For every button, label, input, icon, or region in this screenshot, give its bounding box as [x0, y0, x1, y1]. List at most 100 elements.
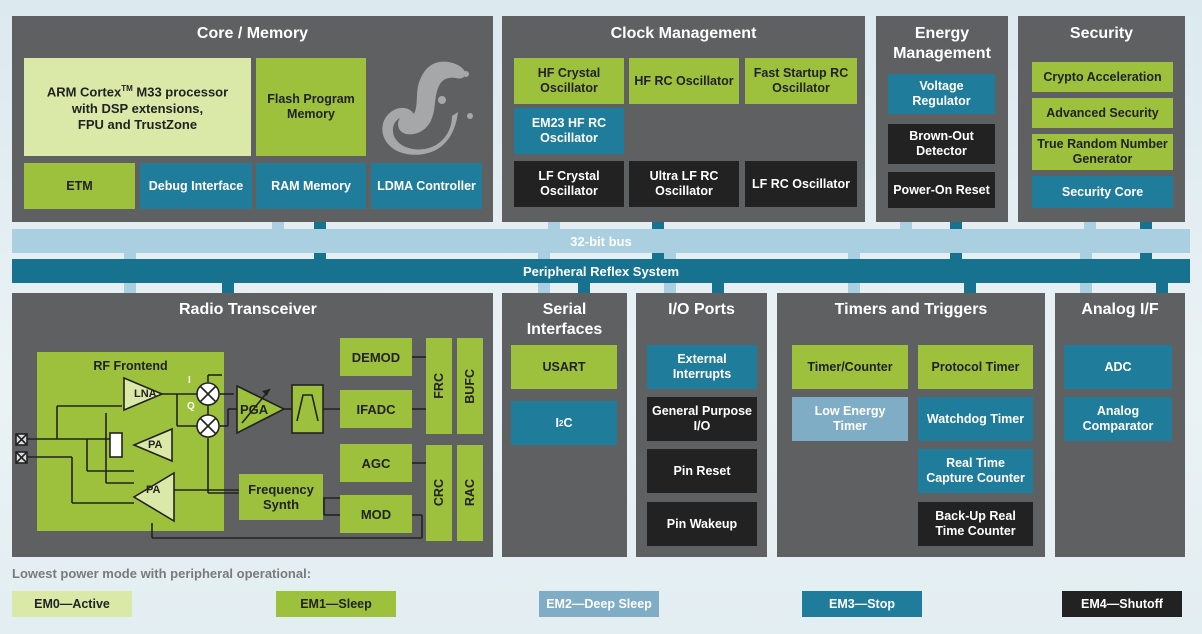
arm-label: ARM Cortex: [46, 84, 122, 100]
agc-block: AGC: [340, 444, 412, 482]
bus-connector: [900, 222, 912, 232]
legend-em4: EM4—Shutoff: [1062, 591, 1182, 617]
i-label: I: [188, 375, 191, 386]
panel-title: Energy Management: [876, 24, 1008, 64]
crc-block: CRC: [426, 445, 452, 541]
panel-title: I/O Ports: [668, 301, 735, 318]
analog-if-panel: Analog I/F ADC Analog Comparator: [1055, 293, 1185, 557]
i2c-label-end: C: [563, 415, 573, 430]
usart-block: USART: [511, 345, 617, 389]
adc-block: ADC: [1064, 345, 1172, 389]
ram-memory-block: RAM Memory: [256, 163, 366, 209]
security-panel: Security Crypto Acceleration Advanced Se…: [1018, 16, 1185, 222]
arm-label-2: with DSP extensions,: [71, 100, 204, 116]
brown-out-detector-block: Brown-Out Detector: [888, 124, 995, 164]
bus-connector: [222, 280, 234, 295]
gpio-block: General Purpose I/O: [647, 397, 757, 441]
i2c-sup: 2: [559, 418, 564, 428]
bufc-block: BUFC: [457, 338, 483, 434]
ultra-lf-rc-osc-block: Ultra LF RC Oscillator: [629, 161, 739, 207]
legend-title: Lowest power mode with peripheral operat…: [12, 566, 312, 581]
legend-em3: EM3—Stop: [802, 591, 922, 617]
clock-management-panel: Clock Management HF Crystal Oscillator H…: [502, 16, 865, 222]
panel-title: Analog I/F: [1081, 301, 1159, 318]
panel-title: Radio Transceiver: [179, 301, 317, 318]
lf-crystal-osc-block: LF Crystal Oscillator: [514, 161, 624, 207]
low-energy-timer-block: Low Energy Timer: [792, 397, 908, 441]
frequency-synth-block: Frequency Synth: [239, 474, 323, 520]
timer-counter-block: Timer/Counter: [792, 345, 908, 389]
panel-title: Serial Interfaces: [502, 300, 627, 340]
panel-title-line1: Energy: [914, 25, 970, 42]
external-interrupts-block: External Interrupts: [647, 345, 757, 389]
mod-block: MOD: [340, 495, 412, 533]
arm-label-3: FPU and TrustZone: [77, 116, 198, 132]
power-on-reset-block: Power-On Reset: [888, 172, 995, 208]
i2c-label: I: [555, 415, 559, 430]
bus-connector: [1156, 280, 1168, 295]
radio-signal-paths: [15, 356, 426, 539]
crc-label: CRC: [431, 479, 446, 507]
bus-connector: [578, 280, 590, 295]
bus-connector: [712, 280, 724, 295]
bufc-label: BUFC: [462, 368, 477, 404]
bus-connector: [964, 280, 976, 295]
legend-em2: EM2—Deep Sleep: [539, 591, 659, 617]
pin-reset-block: Pin Reset: [647, 449, 757, 493]
radio-transceiver-panel: Radio Transceiver RF Frontend: [12, 293, 493, 557]
advanced-security-block: Advanced Security: [1032, 98, 1173, 128]
panel-title: Security: [1069, 25, 1134, 42]
lf-rc-osc-block: LF RC Oscillator: [745, 161, 857, 207]
ldma-controller-block: LDMA Controller: [371, 163, 482, 209]
protocol-timer-block: Protocol Timer: [918, 345, 1033, 389]
burtc-block: Back-Up Real Time Counter: [918, 502, 1033, 546]
ifadc-block: IFADC: [340, 390, 412, 428]
peripheral-reflex-system: Peripheral Reflex System: [12, 259, 1190, 283]
security-core-block: Security Core: [1032, 176, 1173, 208]
crypto-acceleration-block: Crypto Acceleration: [1032, 62, 1173, 92]
rf-frontend-label: RF Frontend: [93, 359, 168, 373]
panel-title-line2: Interfaces: [526, 321, 603, 338]
q-label: Q: [187, 401, 195, 412]
pa-label-1: PA: [148, 439, 163, 451]
rac-block: RAC: [457, 445, 483, 541]
core-memory-panel: Core / Memory ARM CortexTM M33 processor…: [12, 16, 493, 222]
panel-title: Clock Management: [610, 25, 757, 42]
energy-management-panel: Energy Management Voltage Regulator Brow…: [876, 16, 1008, 222]
arm-label-b: M33 processor: [132, 84, 229, 100]
timers-triggers-panel: Timers and Triggers Timer/Counter Protoc…: [777, 293, 1045, 557]
arm-processor-block: ARM CortexTM M33 processor with DSP exte…: [24, 58, 251, 156]
bus-connector: [272, 222, 284, 232]
frc-label: FRC: [431, 373, 446, 399]
trng-block: True Random Number Generator: [1032, 134, 1173, 170]
debug-interface-block: Debug Interface: [140, 163, 252, 209]
io-ports-panel: I/O Ports External Interrupts General Pu…: [636, 293, 767, 557]
watchdog-timer-block: Watchdog Timer: [918, 397, 1033, 441]
fast-startup-rc-osc-block: Fast Startup RC Oscillator: [745, 58, 857, 104]
rtc-block: Real Time Capture Counter: [918, 449, 1033, 493]
demod-block: DEMOD: [340, 338, 412, 376]
frc-block: FRC: [426, 338, 452, 434]
etm-block: ETM: [24, 163, 135, 209]
pin-wakeup-block: Pin Wakeup: [647, 502, 757, 546]
lna-label: LNA: [134, 388, 157, 400]
hf-crystal-osc-block: HF Crystal Oscillator: [514, 58, 624, 104]
panel-title: Core / Memory: [196, 25, 309, 42]
panel-title-line1: Serial: [542, 301, 587, 318]
panel-title-line2: Management: [893, 45, 991, 62]
em23-hf-rc-osc-block: EM23 HF RC Oscillator: [514, 108, 624, 154]
arm-tm: TM: [121, 84, 133, 94]
flash-memory-block: Flash Program Memory: [256, 58, 366, 156]
panel-title: Timers and Triggers: [834, 301, 988, 318]
legend-em1: EM1—Sleep: [276, 591, 396, 617]
analog-comparator-block: Analog Comparator: [1064, 397, 1172, 441]
bus-connector: [548, 222, 560, 232]
voltage-regulator-block: Voltage Regulator: [888, 74, 995, 114]
bus-32bit: 32-bit bus: [12, 229, 1190, 253]
legend-em0: EM0—Active: [12, 591, 132, 617]
pga-label: PGA: [240, 402, 269, 417]
pa-label-2: PA: [146, 484, 161, 496]
